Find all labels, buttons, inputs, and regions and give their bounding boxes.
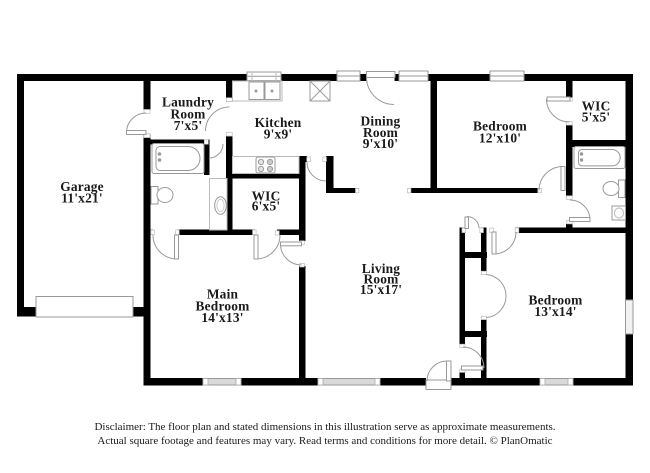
svg-text:Living: Living bbox=[362, 261, 401, 276]
svg-text:Main: Main bbox=[207, 287, 239, 302]
svg-text:Kitchen: Kitchen bbox=[255, 115, 302, 130]
svg-text:Disclaimer: The floor plan and: Disclaimer: The floor plan and stated di… bbox=[94, 421, 555, 433]
svg-text:Room: Room bbox=[170, 107, 205, 122]
svg-text:9'x9': 9'x9' bbox=[264, 127, 293, 142]
svg-text:Laundry: Laundry bbox=[162, 95, 214, 110]
svg-text:Bedroom: Bedroom bbox=[529, 293, 583, 308]
svg-text:12'x10': 12'x10' bbox=[479, 131, 521, 146]
svg-text:13'x14': 13'x14' bbox=[534, 304, 576, 319]
svg-text:Bedroom: Bedroom bbox=[473, 119, 527, 134]
svg-text:14'x13': 14'x13' bbox=[201, 310, 243, 325]
svg-text:WIC: WIC bbox=[582, 99, 611, 114]
svg-text:Dining: Dining bbox=[361, 114, 401, 129]
svg-text:5'x5': 5'x5' bbox=[582, 110, 611, 125]
svg-text:Bedroom: Bedroom bbox=[196, 299, 250, 314]
svg-text:WIC: WIC bbox=[252, 189, 281, 204]
svg-text:7'x5': 7'x5' bbox=[174, 118, 203, 133]
svg-text:15'x17': 15'x17' bbox=[360, 282, 402, 297]
svg-text:Room: Room bbox=[363, 125, 398, 140]
svg-text:9'x10': 9'x10' bbox=[363, 136, 398, 151]
svg-text:11'x21': 11'x21' bbox=[61, 191, 103, 206]
svg-text:Garage: Garage bbox=[60, 179, 104, 194]
svg-text:6'x5': 6'x5' bbox=[252, 199, 281, 214]
svg-text:Actual square footage and feat: Actual square footage and features may v… bbox=[97, 435, 552, 447]
svg-text:Room: Room bbox=[363, 272, 398, 287]
